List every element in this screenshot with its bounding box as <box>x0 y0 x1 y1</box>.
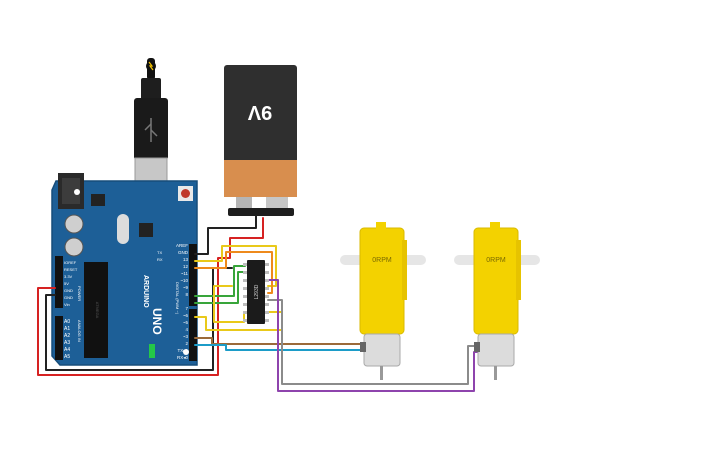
arduino-model-label: UNO <box>150 308 164 335</box>
motor-2-rpm-label: 0RPM <box>486 257 506 264</box>
power-pin-labels: IOREF RESET 3.3V 5V GND GND Vin <box>64 260 78 307</box>
digital-pin-labels: AREF GND 13 12 ~11 ~10 ~9 8 7 ~6 ~5 4 ~3… <box>176 243 189 360</box>
digital-pin-label: 7 <box>185 306 188 311</box>
digital-pin-label: 12 <box>183 264 189 269</box>
digital-section-label: DIGITAL (PWM ~) <box>175 282 180 315</box>
wire-yellow-1[interactable] <box>194 245 277 287</box>
digital-pin-label: GND <box>178 250 189 255</box>
reset-button[interactable] <box>181 189 190 198</box>
atmega-chip <box>84 262 108 358</box>
tx-led-label: TX <box>157 250 162 255</box>
digital-pin-label: ~3 <box>183 334 189 339</box>
l293d-driver-chip[interactable]: L293D <box>243 260 269 324</box>
l293d-label: L293D <box>254 284 260 299</box>
digital-pin-label: TX▸1 <box>177 348 188 353</box>
wire-black-ground[interactable] <box>194 215 257 255</box>
wire-brown-motor1[interactable] <box>194 337 361 345</box>
dc-motor-2[interactable]: 0RPM <box>454 222 540 380</box>
wire-green-2[interactable] <box>194 271 246 304</box>
battery-voltage-label: 9V <box>247 101 272 123</box>
dc-motor-1[interactable]: 0RPM <box>340 222 426 380</box>
digital-pin-label: RX◂0 <box>177 355 189 360</box>
usb-cable[interactable] <box>134 58 168 197</box>
analog-pin-label: A3 <box>64 340 70 346</box>
power-pin-label: RESET <box>64 267 78 272</box>
digital-pin-label: 2 <box>185 341 188 346</box>
wire-red-power[interactable] <box>37 217 264 376</box>
power-pin-label: GND <box>64 288 73 293</box>
digital-pin-label: 4 <box>185 327 188 332</box>
wire-gray-motor2[interactable] <box>267 299 479 385</box>
power-section-label: POWER <box>77 286 82 301</box>
analog-section-label: ANALOG IN <box>77 320 82 342</box>
digital-pin-label: ~9 <box>183 285 189 290</box>
usb-symbol-icon <box>144 118 158 142</box>
motor-1-rpm-label: 0RPM <box>372 257 392 264</box>
analog-pin-label: A2 <box>64 333 70 339</box>
arduino-brand-label: ARDUINO <box>142 275 149 308</box>
power-pin-label: 3.3V <box>64 274 73 279</box>
digital-pin-label: ~11 <box>181 271 189 276</box>
battery-9v[interactable]: 9V <box>224 65 297 216</box>
power-pin-label: Vin <box>64 302 70 307</box>
digital-pin-label: ~6 <box>183 313 189 318</box>
power-pin-label: GND <box>64 295 73 300</box>
analog-pin-label: A4 <box>64 347 70 353</box>
arduino-uno-board[interactable]: ATMEGA ARDUINO UNO POWER ANALOG IN DIGIT… <box>51 173 198 366</box>
analog-pin-labels: A0 A1 A2 A3 A4 A5 <box>64 319 70 360</box>
wire-orange[interactable] <box>194 251 273 294</box>
atmega-chip-label: ATMEGA <box>95 302 100 319</box>
analog-pin-label: A5 <box>64 354 70 360</box>
digital-pin-label: AREF <box>176 243 188 248</box>
digital-pin-label: 8 <box>185 292 188 297</box>
wire-yellow-2[interactable] <box>194 311 283 331</box>
power-pin-label: IOREF <box>64 260 77 265</box>
wire-blue-motor1[interactable] <box>194 344 361 351</box>
digital-pin-label: ~5 <box>183 320 189 325</box>
wires <box>37 215 479 392</box>
digital-pin-label: 13 <box>183 257 189 262</box>
analog-pin-label: A0 <box>64 319 70 325</box>
rx-led-label: RX <box>157 257 163 262</box>
digital-pin-label: ~10 <box>180 278 188 283</box>
analog-pin-label: A1 <box>64 326 70 332</box>
power-pin-label: 5V <box>64 281 69 286</box>
